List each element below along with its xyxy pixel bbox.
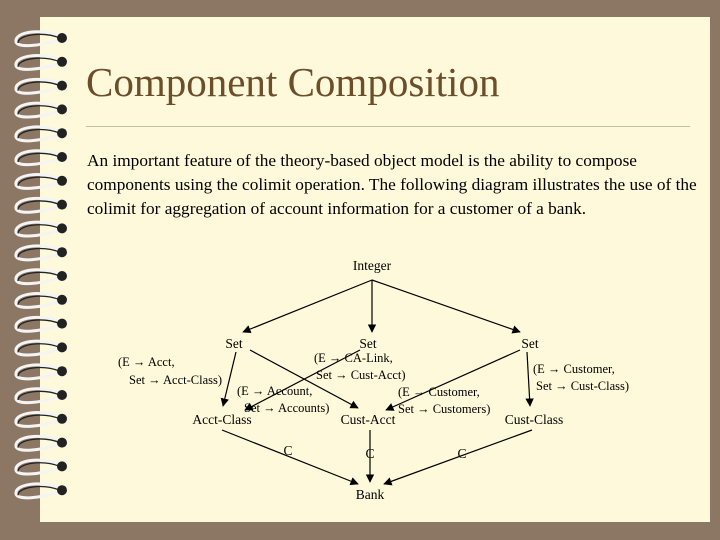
- arrow-cust-class-to-bank: [383, 429, 533, 486]
- binding-ring: [14, 101, 67, 119]
- node-set-right: Set: [521, 336, 539, 351]
- binding-ring: [14, 411, 67, 428]
- node-set-middle: Set: [359, 336, 377, 351]
- arrow-set-left-to-cust-acct: [249, 349, 359, 409]
- slide-title: Component Composition: [86, 59, 500, 105]
- node-set-left: Set: [225, 336, 243, 351]
- node-cust-acct: Cust-Acct: [341, 412, 396, 427]
- arrow-set-right-to-cust-acct: [385, 349, 521, 411]
- binding-ring: [14, 125, 67, 143]
- morphism-account-line1: (E → Account,: [237, 384, 312, 398]
- morphism-acct-line2: Set → Acct-Class): [129, 373, 222, 387]
- binding-ring: [14, 77, 67, 95]
- colimit-c-right: C: [457, 446, 466, 461]
- colimit-c-middle: C: [365, 446, 374, 461]
- binding-ring: [14, 30, 67, 48]
- morphism-acct-line1: (E → Acct,: [118, 355, 175, 369]
- morphism-customer-line2: Set → Cust-Class): [536, 379, 629, 393]
- title-divider: [86, 126, 690, 127]
- arrow-integer-to-set-left: [242, 279, 373, 334]
- node-integer: Integer: [353, 258, 392, 273]
- binding-ring: [14, 268, 67, 286]
- binding-ring: [14, 149, 67, 167]
- arrow-acct-class-to-bank: [221, 429, 359, 486]
- binding-ring: [14, 387, 67, 405]
- binding-ring: [14, 292, 67, 309]
- arrow-set-middle-to-acct-class: [244, 349, 361, 411]
- arrow-set-right-to-cust-class: [525, 351, 534, 407]
- node-bank: Bank: [356, 487, 385, 502]
- morphism-customer2-line2: Set → Customers): [398, 402, 490, 416]
- arrow-set-left-to-acct-class: [220, 351, 237, 407]
- binding-ring: [14, 220, 67, 238]
- colimit-c-left: C: [283, 443, 292, 458]
- node-acct-class: Acct-Class: [192, 412, 251, 427]
- binding-ring: [14, 54, 67, 71]
- binding-ring: [14, 173, 67, 190]
- morphism-calink-line1: (E → CA-Link,: [314, 351, 393, 365]
- morphism-calink-line2: Set → Cust-Acct): [316, 368, 406, 382]
- binding-ring: [14, 315, 67, 333]
- binding-ring: [14, 434, 67, 452]
- morphism-account-line2: Set → Accounts): [244, 401, 329, 415]
- body-paragraph: An important feature of the theory-based…: [87, 151, 697, 218]
- arrow-integer-to-set-right: [371, 279, 521, 334]
- binding-ring: [14, 363, 67, 381]
- binding-ring: [14, 339, 67, 357]
- binding-ring: [14, 244, 67, 262]
- binding-ring: [14, 482, 67, 500]
- morphism-customer2-line1: (E → Customer,: [398, 385, 480, 399]
- node-cust-class: Cust-Class: [505, 412, 564, 427]
- binding-ring: [14, 458, 67, 476]
- binding-ring: [14, 196, 67, 214]
- slide-background: [40, 17, 710, 522]
- morphism-customer-line1: (E → Customer,: [533, 362, 615, 376]
- spiral-binding: [14, 30, 67, 500]
